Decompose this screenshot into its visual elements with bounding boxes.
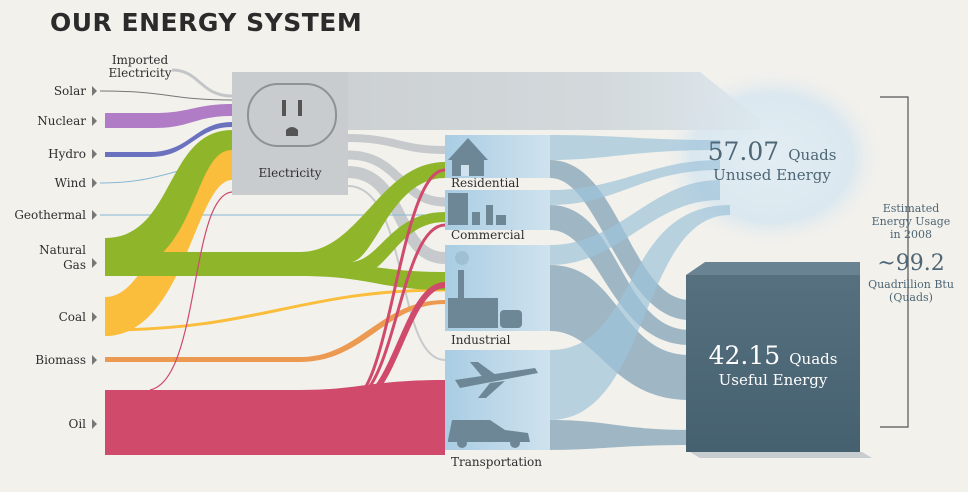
factory-icon (448, 251, 522, 328)
estimate-line-2: Energy Usage (872, 215, 951, 228)
outlet-icon (247, 83, 337, 147)
electricity-to-residential (347, 134, 446, 154)
biomass-flow (105, 300, 445, 362)
source-biomass: Biomass (35, 353, 86, 367)
estimate-block: Estimated Energy Usage in 2008 ~99.2 Qua… (868, 202, 954, 304)
page-title: OUR ENERGY SYSTEM (50, 8, 363, 37)
source-nuclear: Nuclear (37, 114, 86, 128)
natural-gas-main (105, 162, 445, 276)
electricity-to-commercial (347, 150, 446, 207)
source-hydro: Hydro (48, 147, 86, 161)
commercial-to-unused (550, 160, 720, 205)
residential-to-unused (550, 135, 720, 160)
source-natural-gas: Natural (39, 243, 86, 257)
source-oil: Oil (68, 417, 86, 431)
house-icon (448, 138, 488, 176)
electricity-loss-flow (232, 72, 760, 130)
estimate-line-1: Estimated (883, 202, 940, 215)
natural-gas-flow (105, 130, 232, 276)
transportation-to-useful (550, 420, 690, 450)
oil-to-commercial (349, 223, 446, 402)
imported-electricity-label: Imported (112, 53, 169, 67)
source-wind: Wind (55, 176, 87, 190)
useful-energy-label: Useful Energy (719, 371, 828, 389)
estimate-line-3: in 2008 (890, 228, 932, 241)
useful-energy-top (686, 262, 860, 275)
industrial-to-unused (550, 180, 720, 265)
oil-to-electricity (149, 191, 233, 391)
source-solar: Solar (54, 84, 86, 98)
source-geothermal: Geothermal (14, 208, 86, 222)
imported-electricity-label-2: Electricity (109, 66, 172, 80)
source-coal: Coal (59, 310, 87, 324)
sector-industrial: Industrial (451, 333, 511, 347)
estimate-line-5: (Quads) (889, 291, 933, 304)
sector-transportation: Transportation (451, 455, 542, 469)
sector-commercial: Commercial (451, 228, 525, 242)
useful-energy-value: 42.15 Quads (709, 341, 838, 370)
sector-residential: Residential (451, 176, 519, 190)
unused-energy-label: Unused Energy (713, 166, 831, 184)
source-natural-gas-2: Gas (63, 258, 86, 272)
estimate-line-4: Quadrillion Btu (868, 278, 954, 291)
natural-gas-to-industrial (300, 262, 445, 290)
airplane-icon (455, 362, 538, 398)
electricity-label: Electricity (259, 166, 322, 180)
useful-energy-shadow (690, 452, 872, 458)
transportation-to-unused (550, 205, 730, 420)
useful-energy-node (686, 275, 860, 452)
hydro-flow (105, 122, 232, 157)
building-icon (448, 193, 506, 225)
estimate-value: ~99.2 (877, 251, 944, 276)
solar-flow (99, 90, 233, 101)
unused-energy-value: 57.07 Quads (708, 137, 837, 166)
oil-to-residential (349, 168, 446, 402)
imported-electricity-flow (171, 68, 233, 98)
nuclear-flow (105, 104, 232, 128)
oil-to-industrial (349, 282, 446, 408)
source-arrows (92, 86, 97, 429)
car-icon (448, 420, 530, 448)
oil-flow (105, 380, 445, 455)
estimate-bracket (880, 96, 909, 428)
